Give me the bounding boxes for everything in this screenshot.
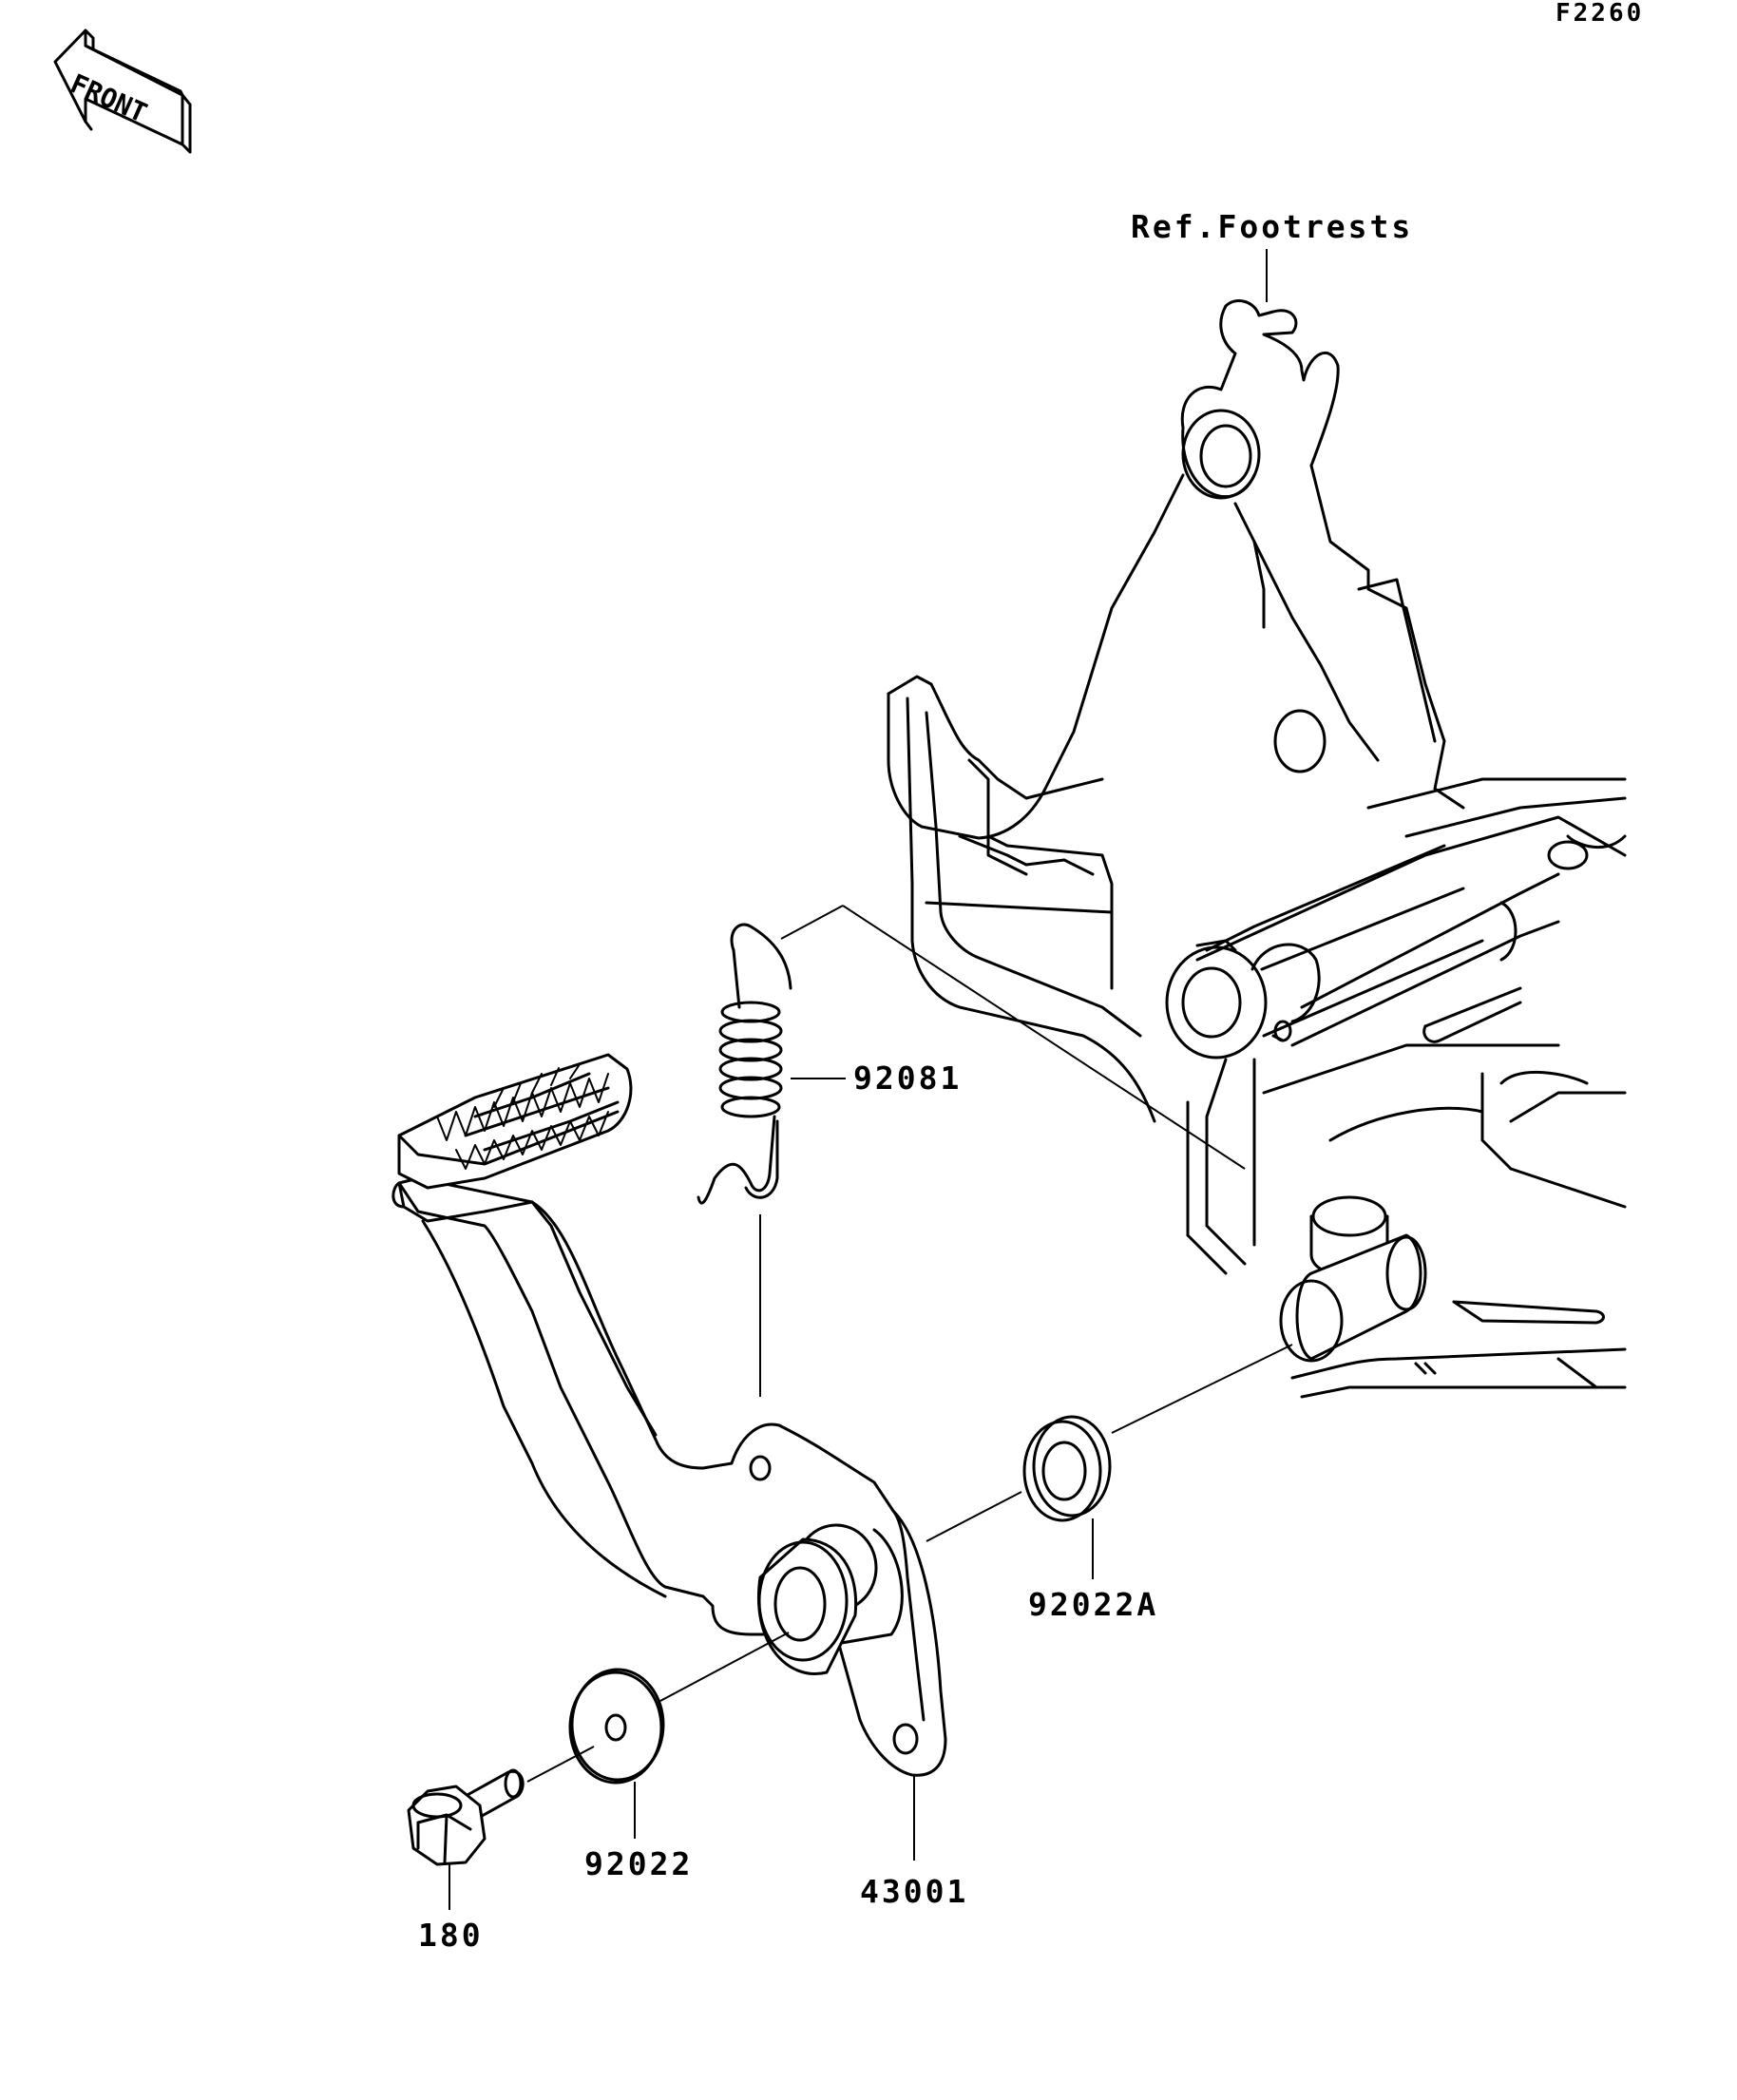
part-label-180: 180 (418, 1917, 484, 1954)
washer-92022A-line-a (1111, 1344, 1293, 1434)
part-label-92022: 92022 (584, 1845, 693, 1882)
bolt-180 (407, 1768, 525, 1866)
pivot-pin (1279, 1233, 1427, 1363)
footrest-bracket (887, 299, 1627, 1399)
spring-92081 (697, 923, 792, 1205)
spring-ref-line-b (842, 905, 1246, 1170)
figure-code: F2260 (1556, 0, 1644, 28)
front-arrow-icon: FRONT (53, 29, 192, 154)
brake-pedal-43001 (391, 1053, 947, 1777)
pedal-footpad (397, 1053, 633, 1190)
ref-footrests-label: Ref.Footrests (1131, 208, 1413, 245)
part-label-92022A: 92022A (1028, 1586, 1158, 1623)
washer-92022A-line-b (926, 1491, 1022, 1542)
washer-92022 (568, 1668, 665, 1785)
part-label-92081: 92081 (853, 1060, 962, 1097)
part-label-43001: 43001 (860, 1873, 968, 1910)
washer-92022-line (659, 1632, 790, 1702)
spring-ref-line-a (780, 905, 844, 940)
washer-92022A (1022, 1415, 1112, 1522)
bolt-line (526, 1746, 595, 1783)
